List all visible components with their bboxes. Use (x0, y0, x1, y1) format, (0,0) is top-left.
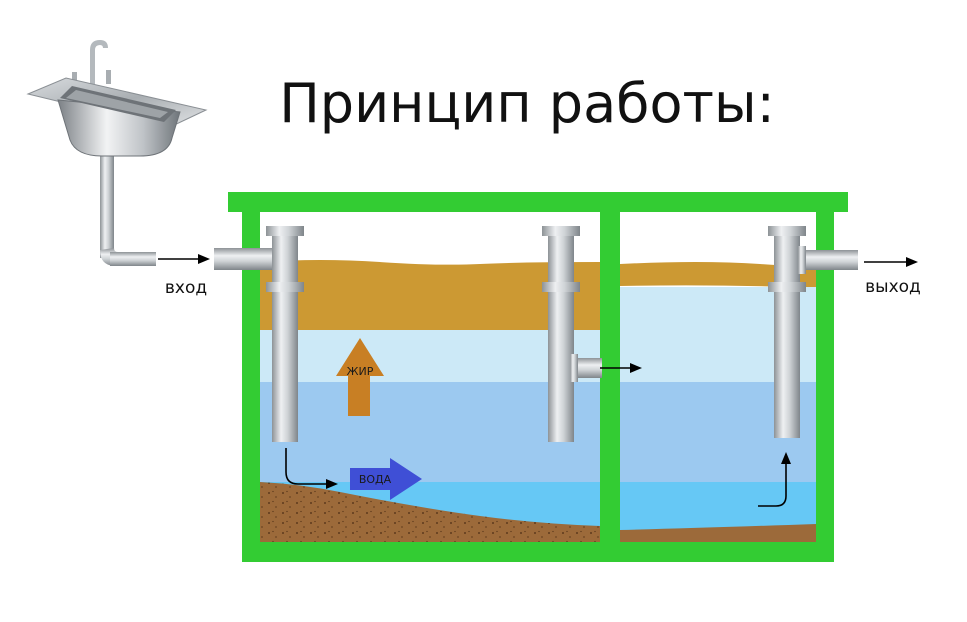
clear-water-left (260, 330, 600, 382)
tank (228, 192, 848, 562)
water-arrow: ВОДА (350, 458, 422, 500)
flow-arrows (158, 254, 918, 507)
fat-label: ЖИР (347, 365, 374, 378)
fat-layer-right (620, 262, 817, 288)
outlet-label: выход (865, 277, 921, 297)
drain-pipe (100, 150, 156, 266)
fat-arrow: ЖИР (336, 338, 384, 416)
page-title: Принцип работы: (279, 72, 775, 135)
sediment-right (620, 524, 816, 542)
upflow-arrow (758, 462, 787, 507)
fat-layer-left (260, 260, 600, 330)
sink-icon (26, 40, 208, 157)
tank-walls (228, 192, 848, 562)
outlet-vertical-pipe (768, 226, 858, 438)
transfer-pipe (542, 226, 602, 442)
water-label: ВОДА (359, 473, 392, 486)
inlet-vertical-pipe (266, 226, 304, 442)
left-chamber (260, 212, 600, 542)
inlet-label: вход (165, 278, 207, 298)
downflow-arrow (285, 448, 330, 485)
inlet-pipe (214, 248, 274, 270)
mid-water-left (260, 382, 600, 482)
